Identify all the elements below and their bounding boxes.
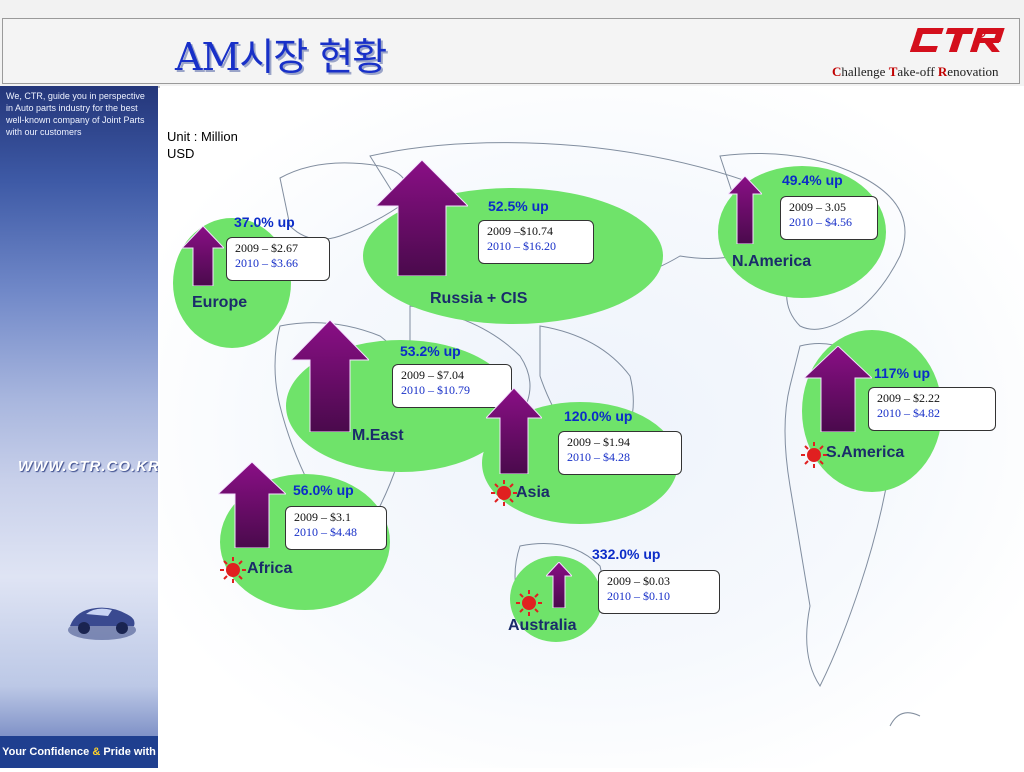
australia-sun-icon — [516, 590, 542, 616]
australia-growth: 332.0% up — [592, 546, 661, 562]
africa-label: Africa — [247, 560, 293, 577]
header-panel — [2, 18, 1020, 84]
ctr-logo-icon — [909, 28, 1005, 52]
europe-growth: 37.0% up — [234, 214, 295, 230]
europe-label: Europe — [192, 294, 248, 311]
footer-tagline: Your Confidence & Pride with — [0, 736, 158, 768]
m-east-label: M.East — [352, 427, 404, 444]
s-america-sun-icon — [801, 442, 827, 468]
africa-sun-icon — [220, 557, 246, 583]
africa-growth: 56.0% up — [293, 482, 354, 498]
n-america-label: N.America — [732, 253, 812, 270]
sidebar-url: WWW.CTR.CO.KR — [18, 458, 158, 475]
header-bar — [0, 0, 1024, 88]
s-america-growth: 117% up — [874, 365, 931, 381]
slogan: Challenge Take-off Renovation — [832, 64, 999, 79]
s-america-up-arrow-icon — [804, 346, 872, 432]
n-america-growth: 49.4% up — [782, 172, 843, 188]
page-title: AM시장 현황 — [175, 35, 387, 79]
europe-up-arrow-icon — [182, 226, 224, 286]
sidebar: We, CTR, guide you in perspective in Aut… — [0, 86, 158, 768]
n-america-up-arrow-icon — [728, 176, 762, 244]
asia-sun-icon — [491, 480, 517, 506]
australia-up-arrow-icon — [546, 562, 572, 608]
australia-label: Australia — [508, 617, 577, 634]
russia-cis-label: Russia + CIS — [430, 290, 528, 307]
asia-growth: 120.0% up — [564, 408, 633, 424]
asia-up-arrow-icon — [486, 388, 542, 474]
sidebar-intro-text: We, CTR, guide you in perspective in Aut… — [6, 91, 145, 137]
m-east-growth: 53.2% up — [400, 343, 461, 359]
russia-cis-up-arrow-icon — [376, 160, 468, 276]
s-america-label: S.America — [826, 444, 905, 461]
russia-cis-growth: 52.5% up — [488, 198, 549, 214]
asia-label: Asia — [516, 484, 550, 501]
m-east-up-arrow-icon — [291, 320, 369, 432]
africa-up-arrow-icon — [218, 462, 286, 548]
car-icon — [68, 607, 136, 640]
unit-label: Unit : Million USD — [167, 129, 238, 161]
